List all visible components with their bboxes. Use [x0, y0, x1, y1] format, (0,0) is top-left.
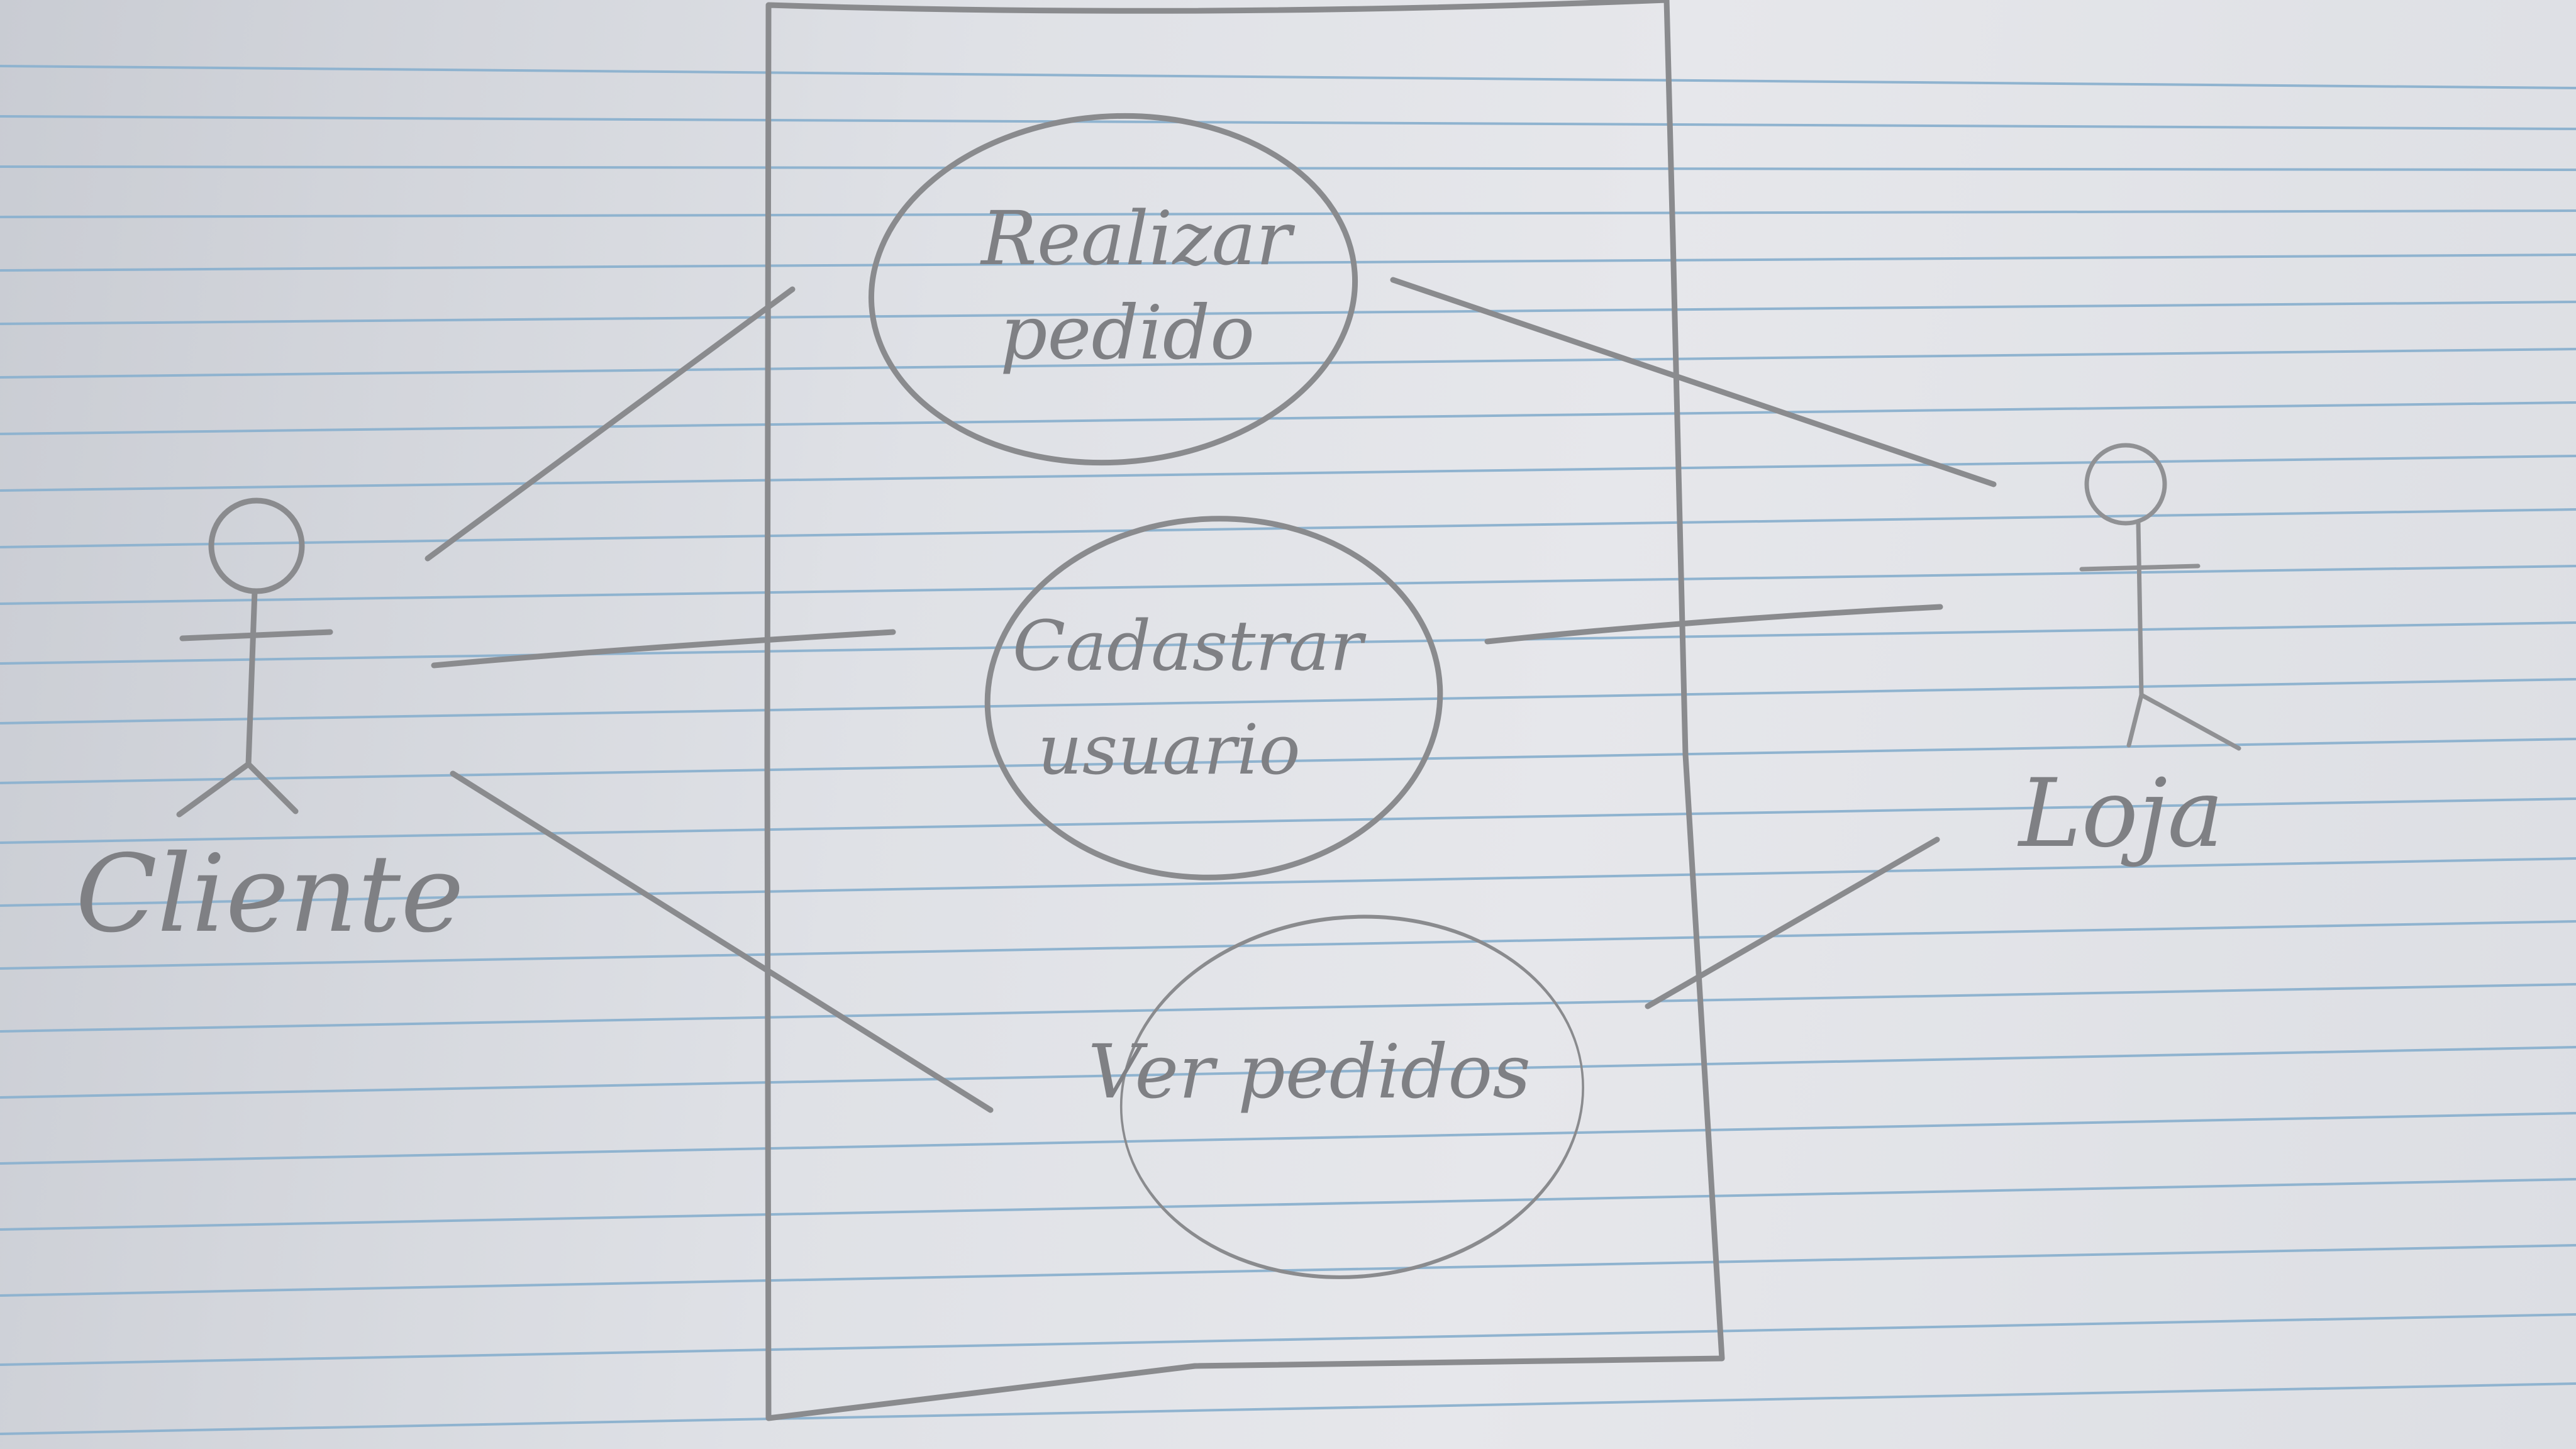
association-loja-ver	[1645, 836, 1940, 1009]
actor-cliente-arms	[179, 629, 333, 641]
associations	[425, 277, 1997, 1113]
use-case-label-line1: Cadastrar	[1013, 606, 1367, 686]
paper-ruling	[0, 65, 2576, 1435]
actor-cliente-head	[208, 497, 305, 594]
association-cliente-realizar	[425, 286, 796, 562]
association-loja-realizar	[1390, 277, 1997, 487]
use-case-ver-pedidos: Ver pedidos	[1088, 914, 1584, 1279]
actor-loja: Loja	[2017, 443, 2241, 869]
use-case-label-line2: usuario	[1038, 709, 1301, 790]
actor-loja-body	[2136, 521, 2144, 697]
use-case-label-line1: Ver pedidos	[1088, 1028, 1531, 1115]
use-case-label-line2: pedido	[1000, 289, 1255, 376]
association-cliente-ver	[450, 770, 994, 1113]
use-case-label-line1: Realizar	[980, 195, 1296, 282]
association-cliente-cadastrar	[431, 629, 896, 669]
actor-loja-head	[2084, 443, 2167, 526]
actor-loja-arms	[2079, 564, 2201, 572]
actor-loja-label: Loja	[2017, 759, 2224, 869]
use-case-cadastrar-usuario: Cadastrar usuario	[984, 516, 1443, 880]
system-boundary	[764, 0, 1725, 1421]
association-loja-cadastrar	[1484, 604, 1943, 645]
actor-cliente-body	[245, 588, 258, 767]
actor-loja-legs	[2126, 692, 2241, 751]
use-case-ellipse	[1119, 914, 1584, 1279]
actor-cliente-legs	[176, 761, 299, 818]
actor-cliente-label: Cliente	[75, 832, 464, 957]
actor-cliente: Cliente	[75, 497, 464, 957]
use-case-ellipse	[868, 113, 1358, 466]
use-case-ellipse	[984, 516, 1443, 880]
use-case-realizar-pedido: Realizar pedido	[868, 113, 1358, 466]
